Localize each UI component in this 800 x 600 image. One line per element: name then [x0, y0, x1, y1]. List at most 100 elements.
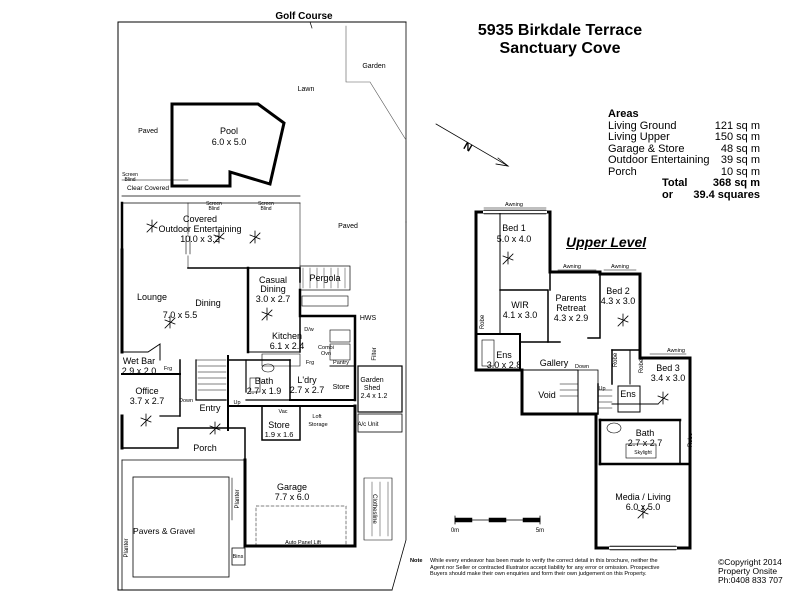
areas-row-value: 39 sq m [720, 154, 760, 166]
store-label: Store [268, 420, 290, 430]
bins-label: Bins [233, 554, 244, 560]
robe-right-label: Robe [688, 432, 694, 447]
property-address-line2: Sanctuary Cove [499, 40, 621, 57]
entry-label: Entry [199, 403, 221, 413]
planter-v1-label: Planter [235, 489, 241, 508]
areas-row-label: Garage & Store [608, 142, 685, 155]
up-label: Up [233, 400, 240, 406]
wir-dimensions: 4.1 x 3.0 [503, 310, 538, 320]
media-living-label: Media / Living [615, 492, 671, 502]
garden-shed-dim-label: 2.4 x 1.2 [361, 393, 388, 400]
screen-blind-1-label: Screen [122, 172, 138, 178]
void-label: Void [538, 390, 556, 400]
frg-kitchen-label: Frg [306, 360, 314, 366]
bed3-label: Bed 3 [656, 363, 680, 373]
porch-label: Porch [193, 443, 217, 453]
areas-row-value: 48 sq m [720, 142, 760, 155]
areas-row-value: 121 sq m [714, 119, 760, 132]
screen-blind-3-label: Screen [258, 201, 274, 207]
skylight-label: Skylight [634, 450, 652, 456]
property-address-line1: 5935 Birkdale Terrace [477, 22, 643, 39]
pool-label: Pool [220, 126, 238, 136]
parents-retreat-dimensions: 4.3 x 2.9 [554, 313, 589, 323]
bath-dimensions: 2.7 x 1.9 [247, 386, 282, 396]
awning-bed3-label: Awning [667, 348, 685, 354]
down-label: Down [575, 364, 589, 370]
clear-covered-label: Clear Covered [127, 185, 169, 192]
parents-retreat-label: Parents [555, 293, 587, 303]
bed3-dimensions: 3.4 x 3.0 [651, 373, 686, 383]
copyright-line1: ©Copyright 2014 [718, 557, 782, 567]
areas-heading: Areas [608, 108, 639, 120]
bath-upper-label: Bath [636, 428, 655, 438]
ensuite-left-dimensions: 3.0 x 2.8 [487, 360, 522, 370]
awning-bed2a-label: Awning [563, 264, 581, 270]
wir-label: WIR [511, 300, 529, 310]
note-label: Note [410, 558, 423, 564]
down-label: Down [179, 398, 193, 404]
areas-or-label: or [662, 188, 673, 201]
bed1-dimensions: 5.0 x 4.0 [497, 234, 532, 244]
garden-shed-label: Garden [360, 377, 383, 384]
areas-row-value: 150 sq m [714, 131, 760, 143]
ensuite-right-label: Ens [620, 389, 636, 399]
copyright-line3: Ph:0408 833 707 [718, 575, 783, 585]
parents-2-label: Retreat [556, 303, 586, 313]
casual-dining-dimensions: 3.0 x 2.7 [256, 294, 291, 304]
areas-row-label: Living Ground [608, 119, 677, 132]
office-dimensions: 3.7 x 2.7 [130, 396, 165, 406]
garage-dimensions: 7.7 x 6.0 [275, 492, 310, 502]
filter-label: Filter [372, 347, 378, 360]
bath-upper-dimensions: 2.7 x 2.7 [628, 438, 663, 448]
areas-row: Outdoor Entertaining 39 sq m [608, 154, 760, 167]
lounge-dining-dimensions: 7.0 x 5.5 [163, 310, 198, 320]
pergola-label: Pergola [309, 273, 340, 283]
scale-start-label: 0m [451, 528, 459, 534]
areas-squares-row: or 39.4 squares [608, 188, 760, 202]
lounge-label: Lounge [137, 292, 167, 302]
casual-dining-label: Dining [260, 284, 286, 294]
screen-blind-3b-label: Blind [260, 206, 271, 212]
pavers-label: Pavers & Gravel [133, 526, 195, 536]
outdoor-entertaining-dimensions: 10.0 x 3.2 [180, 234, 220, 244]
golf-course-label: Golf Course [275, 11, 333, 22]
paved-left-label: Paved [138, 128, 158, 135]
robe-mid2-label: Robe [639, 358, 645, 373]
up-label: Up [598, 386, 605, 392]
garden-shed-2-label: Shed [364, 385, 380, 392]
planter-v2-label: Planter [124, 538, 130, 557]
scale-end-label: 5m [536, 528, 544, 534]
combi-1-label: Combi [318, 345, 334, 351]
media-living-dimensions: 6.0 x 5.0 [626, 502, 661, 512]
covered-label: Covered [183, 214, 217, 224]
vac-label: Vac [278, 409, 287, 415]
dining-label: Dining [195, 298, 221, 308]
copyright-line2: Property Onsite [718, 566, 778, 576]
areas-row: Garage & Store 48 sq m [608, 142, 760, 156]
combi-2-label: Ovn [321, 351, 331, 357]
frg-wetbar-label: Frg [164, 366, 172, 372]
office-label: Office [135, 386, 158, 396]
clothesline-label: Clothesline [371, 494, 377, 524]
awning-bed2b-label: Awning [611, 264, 629, 270]
dw-label: D/w [304, 327, 314, 333]
areas-row-value: 10 sq m [720, 165, 760, 178]
laundry-label: L'dry [297, 375, 317, 385]
loft-2-label: Storage [308, 422, 327, 428]
lawn-label: Lawn [298, 86, 315, 93]
robe-mid-label: Robe [613, 352, 619, 367]
areas-row-label: Outdoor Entertaining [608, 154, 710, 166]
screen-blind-1b-label: Blind [124, 177, 135, 183]
awning-bed1-label: Awning [505, 202, 523, 208]
areas-total-value: 368 sq m [712, 177, 760, 189]
wet-bar-label: Wet Bar [123, 356, 155, 366]
kitchen-label: Kitchen [272, 331, 302, 341]
pantry-label: Pantry [333, 360, 349, 366]
paved-right-label: Paved [338, 223, 358, 230]
store-small-label: Store [333, 384, 350, 391]
screen-blind-2b-label: Blind [208, 206, 219, 212]
